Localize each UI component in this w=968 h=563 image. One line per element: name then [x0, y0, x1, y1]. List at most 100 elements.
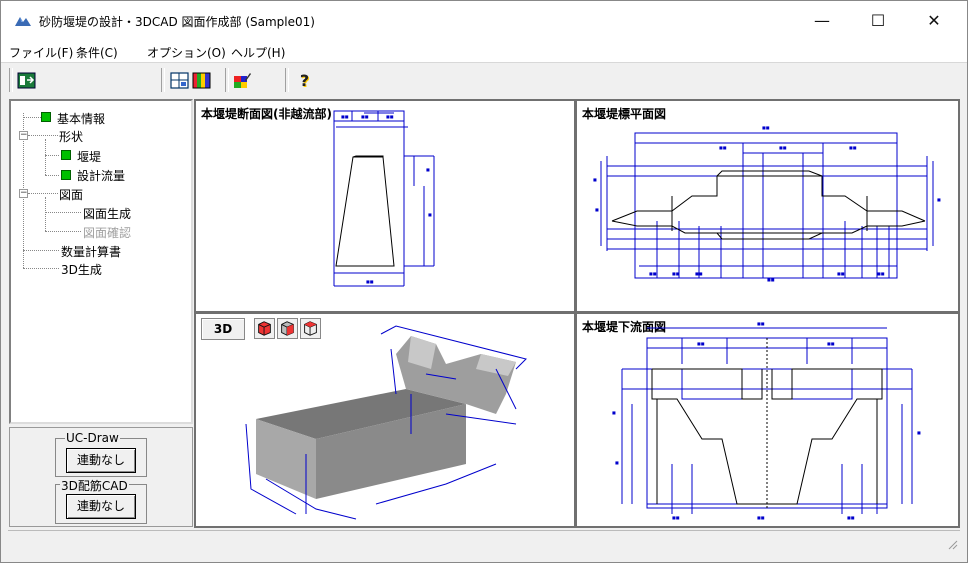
- tree-connector: [45, 231, 81, 232]
- layout-icon[interactable]: [170, 71, 189, 90]
- menu-options[interactable]: オプション(O): [147, 46, 226, 60]
- menu-bar: ファイル(F) 条件(C) オプション(O) ヘルプ(H): [0, 40, 968, 62]
- svg-text:■■: ■■: [779, 145, 787, 150]
- svg-text:■■: ■■: [695, 271, 703, 276]
- menu-conditions[interactable]: 条件(C): [76, 46, 118, 60]
- svg-text:■■: ■■: [361, 114, 369, 119]
- link-settings-panel: UC-Draw 連動なし 3D配筋CAD 連動なし: [9, 427, 193, 527]
- cube-gray-icon[interactable]: [277, 318, 298, 339]
- downstream-drawing: ■■■■■■ ■■■ ■■■■■■: [612, 321, 921, 520]
- app-icon: [15, 17, 31, 26]
- svg-text:■: ■: [937, 197, 941, 202]
- svg-text:■: ■: [917, 430, 921, 435]
- cad3d-caption: 3D配筋CAD: [60, 477, 129, 494]
- dam-3d-model: [245, 325, 527, 520]
- svg-text:■■: ■■: [757, 321, 765, 326]
- plan-view[interactable]: 本堰堤標平面図 ■■■■■■■■ ■■■: [575, 99, 960, 313]
- svg-text:■: ■: [426, 167, 430, 172]
- plan-drawing: ■■■■■■■■ ■■■ ■■■■■■ ■■■■■■: [593, 125, 941, 282]
- toolbar-separator: [161, 68, 165, 92]
- svg-text:■: ■: [612, 410, 616, 415]
- svg-text:■■: ■■: [366, 279, 374, 284]
- toolbar-separator: [285, 68, 289, 92]
- model-3d-view[interactable]: 3D: [194, 312, 576, 528]
- node-complete-icon: [61, 170, 71, 180]
- tree-connector: [45, 139, 46, 175]
- menu-help[interactable]: ヘルプ(H): [231, 46, 286, 60]
- close-button[interactable]: ✕: [927, 11, 941, 30]
- tree-connector: [23, 117, 41, 118]
- svg-text:■■: ■■: [847, 515, 855, 520]
- cad3d-group: 3D配筋CAD 連動なし: [55, 477, 147, 524]
- toolbar: ?: [0, 62, 968, 96]
- svg-text:■■: ■■: [767, 277, 775, 282]
- svg-text:■■: ■■: [697, 341, 705, 346]
- downstream-view-title: 本堰堤下流面図: [582, 320, 667, 334]
- toolbar-separator: [225, 68, 229, 92]
- svg-text:■: ■: [593, 177, 597, 182]
- svg-text:■■: ■■: [672, 515, 680, 520]
- svg-text:■■: ■■: [827, 341, 835, 346]
- svg-text:■■: ■■: [877, 271, 885, 276]
- plan-view-title: 本堰堤標平面図: [582, 107, 667, 121]
- tree-connector: [23, 250, 59, 251]
- ucdraw-link-button[interactable]: 連動なし: [66, 448, 136, 473]
- svg-text:■■: ■■: [341, 114, 349, 119]
- color-table-icon[interactable]: [192, 71, 211, 90]
- svg-text:■■: ■■: [386, 114, 394, 119]
- view-3d-button[interactable]: 3D: [201, 318, 245, 340]
- svg-text:■■: ■■: [837, 271, 845, 276]
- cube-outline-icon[interactable]: [300, 318, 321, 339]
- section-view-title: 本堰堤断面図(非越流部): [201, 107, 332, 121]
- menu-file[interactable]: ファイル(F): [9, 46, 74, 60]
- collapse-icon[interactable]: −: [19, 130, 28, 140]
- maximize-button[interactable]: ☐: [870, 11, 886, 30]
- svg-text:■■: ■■: [672, 271, 680, 276]
- downstream-view[interactable]: 本堰堤下流面図 ■■■■■■ ■■■ ■■■■■■: [575, 312, 960, 528]
- tree-connector: [28, 193, 58, 194]
- svg-text:■■: ■■: [719, 145, 727, 150]
- tree-connector: [28, 135, 58, 136]
- paint-icon[interactable]: [233, 71, 252, 90]
- tree-item-design-flow[interactable]: 設計流量: [77, 169, 126, 183]
- tree-connector: [45, 197, 46, 231]
- ucdraw-caption: UC-Draw: [65, 431, 120, 445]
- svg-text:■: ■: [615, 460, 619, 465]
- tree-item-drawings[interactable]: 図面: [59, 188, 84, 202]
- svg-text:■: ■: [595, 207, 599, 212]
- tree-connector: [45, 212, 81, 213]
- tree-item-basic-info[interactable]: 基本情報: [57, 112, 106, 126]
- tree-connector: [23, 268, 59, 269]
- left-panel: 基本情報 − 形状 堰堤 設計流量 − 図面 図面生成 図面確認 数量計算書 3…: [9, 99, 193, 527]
- ucdraw-group: UC-Draw 連動なし: [55, 431, 147, 477]
- help-icon[interactable]: ?: [299, 71, 310, 90]
- node-complete-icon: [61, 150, 71, 160]
- status-bar: [8, 530, 960, 552]
- minimize-button[interactable]: —: [814, 11, 830, 30]
- tree-item-quantity-report[interactable]: 数量計算書: [61, 245, 122, 259]
- tree-item-dam[interactable]: 堰堤: [77, 150, 102, 164]
- window-title: 砂防堰堤の設計・3DCAD 図面作成部 (Sample01): [39, 15, 315, 29]
- tree-item-generate-drawing[interactable]: 図面生成: [83, 207, 132, 221]
- svg-text:■■: ■■: [649, 271, 657, 276]
- resize-grip-icon[interactable]: [946, 538, 958, 550]
- tree-item-3d-generate[interactable]: 3D生成: [61, 263, 102, 277]
- svg-text:■■: ■■: [849, 145, 857, 150]
- svg-text:■■: ■■: [757, 515, 765, 520]
- tree-connector: [45, 155, 59, 156]
- tree-connector: [45, 175, 59, 176]
- exit-icon[interactable]: [17, 71, 36, 90]
- navigation-tree: 基本情報 − 形状 堰堤 設計流量 − 図面 図面生成 図面確認 数量計算書 3…: [9, 99, 193, 424]
- tree-item-shape[interactable]: 形状: [59, 130, 84, 144]
- tree-item-check-drawing: 図面確認: [83, 226, 132, 240]
- cad3d-link-button[interactable]: 連動なし: [66, 494, 136, 519]
- node-complete-icon: [41, 112, 51, 122]
- svg-text:■: ■: [428, 212, 432, 217]
- section-drawing: ■■■■■■ ■■ ■■: [333, 110, 435, 287]
- collapse-icon[interactable]: −: [19, 188, 28, 198]
- title-bar: 砂防堰堤の設計・3DCAD 図面作成部 (Sample01) — ☐ ✕: [0, 0, 968, 40]
- section-view[interactable]: 本堰堤断面図(非越流部) ■■■■■■ ■■ ■■: [194, 99, 576, 313]
- cube-red-icon[interactable]: [254, 318, 275, 339]
- svg-text:■■: ■■: [762, 125, 770, 130]
- toolbar-grip: [9, 68, 13, 92]
